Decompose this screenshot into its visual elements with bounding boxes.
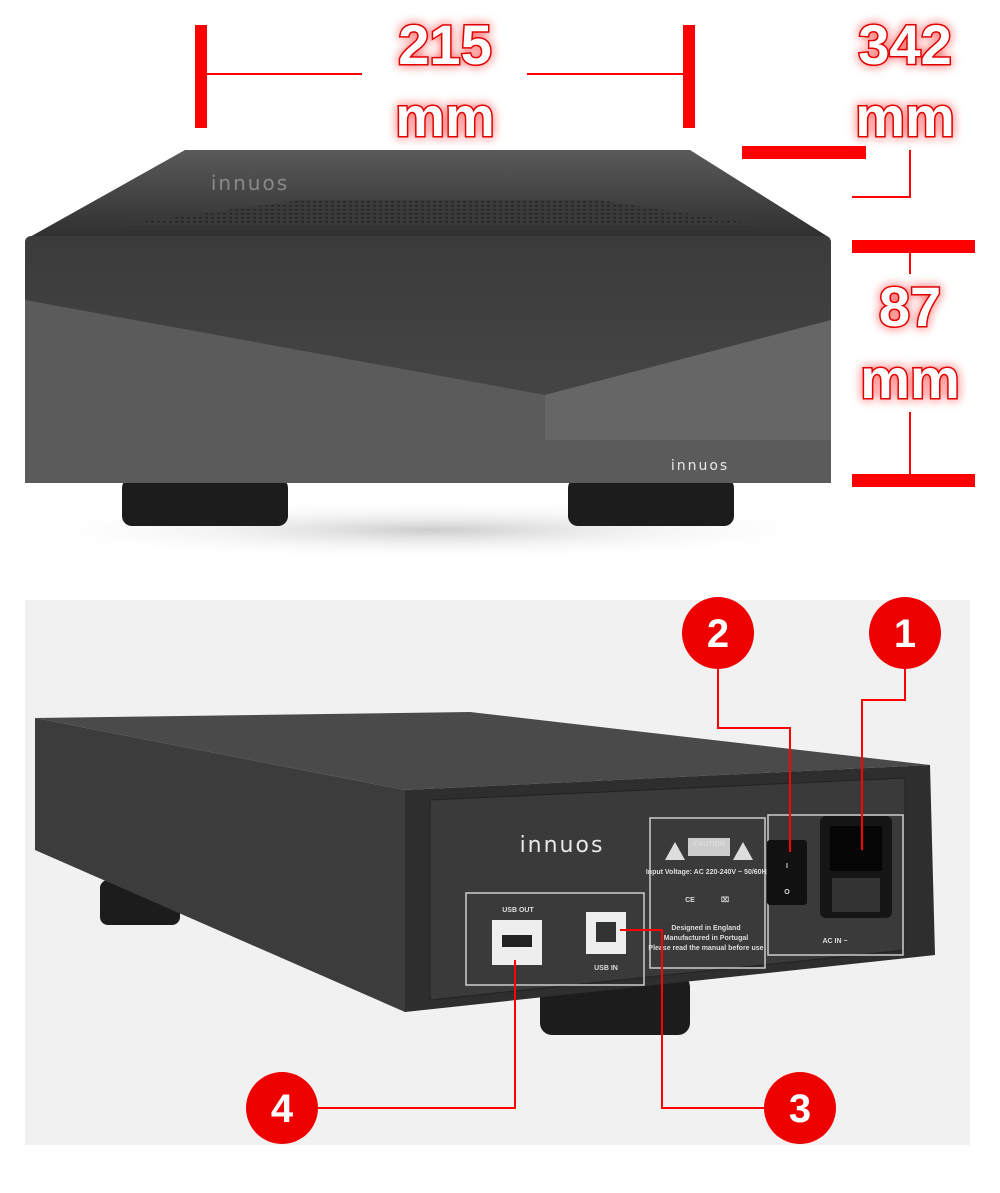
side-surface <box>35 718 405 1012</box>
depth-unit: mm <box>855 85 955 148</box>
usb-in-label: USB IN <box>594 965 618 972</box>
callout-lines <box>310 665 906 1109</box>
width-dimension <box>195 25 695 128</box>
width-unit: mm <box>395 85 495 148</box>
info-label <box>649 817 766 969</box>
fuse-holder <box>832 878 880 912</box>
front-logo: innuos <box>671 458 729 474</box>
front-facet-right <box>545 320 831 440</box>
top-logo: innuos <box>211 171 289 195</box>
ce-mark: CE <box>685 897 695 904</box>
caution-label: CAUTION <box>693 841 725 848</box>
switch-on-mark: I <box>786 863 788 870</box>
foot-right <box>568 478 734 526</box>
ac-in-label: AC IN ~ <box>822 938 847 945</box>
svg-text:1: 1 <box>894 612 916 656</box>
foot-left <box>122 478 288 526</box>
callout-3: 3 <box>764 1072 836 1144</box>
weee-icon: ⌧ <box>721 896 729 904</box>
switch-off-mark: O <box>784 889 790 896</box>
rear-top-surface <box>35 712 930 790</box>
manufactured-text: Manufactured in Portugal <box>664 935 748 942</box>
power-switch[interactable] <box>767 840 807 905</box>
input-voltage-text: Input Voltage: AC 220-240V ~ 50/60Hz <box>646 869 771 876</box>
usb-out-label: USB OUT <box>502 907 534 914</box>
depth-dimension <box>742 146 911 198</box>
rear-panel-inner <box>429 777 906 1001</box>
height-value: 87 <box>879 275 941 338</box>
depth-value: 342 <box>858 13 951 76</box>
width-value: 215 <box>398 13 491 76</box>
callout-2: 2 <box>682 597 754 669</box>
usb-section <box>465 892 645 986</box>
height-unit: mm <box>860 347 960 410</box>
vent-grille <box>120 200 760 225</box>
designed-text: Designed in England <box>671 925 740 932</box>
svg-text:3: 3 <box>789 1087 811 1131</box>
rear-logo: innuos <box>520 833 605 858</box>
svg-text:2: 2 <box>707 612 729 656</box>
svg-text:4: 4 <box>271 1087 294 1131</box>
front-view: innuos innuos <box>10 150 850 560</box>
manual-note-text: Please read the manual before use <box>648 945 763 952</box>
callout-1: 1 <box>869 597 941 669</box>
height-dimension <box>852 240 975 487</box>
rear-view: innuos USB OUT USB IN CAUTION Input Volt… <box>25 600 970 1145</box>
callout-4: 4 <box>246 1072 318 1144</box>
